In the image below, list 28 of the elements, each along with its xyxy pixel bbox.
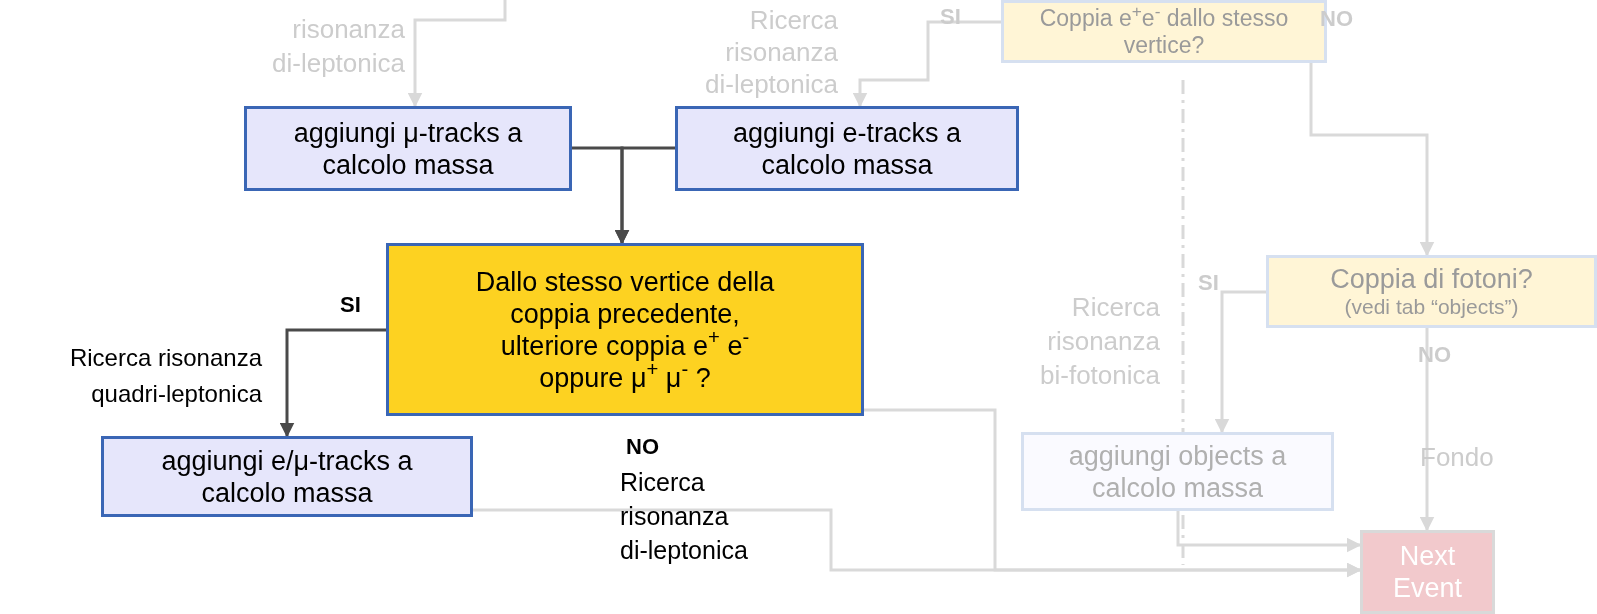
arrow <box>614 146 675 245</box>
process-box <box>675 106 1019 191</box>
annotation-text: Ricerca risonanza quadri-leptonica <box>68 343 262 409</box>
annotation-text: Ricerca risonanza di-leptonica <box>620 467 749 566</box>
decision-box <box>386 243 864 416</box>
arrow <box>1419 328 1435 532</box>
annotation-text: SI <box>340 291 362 319</box>
arrow <box>407 0 507 108</box>
process-box <box>1360 530 1495 614</box>
arrow <box>1214 290 1266 434</box>
node-subtext: (vedi tab “objects”) <box>1344 294 1519 320</box>
node-text: Dallo stesso vertice della coppia precedente, ulteriore coppia e$^{+}$ e$^{-}$ oppure μ$^{+}$ μ$^{-}$ ? <box>474 265 776 394</box>
node-text: aggiungi e-tracks a calcolo massa <box>731 116 963 181</box>
process-box <box>101 436 473 517</box>
node-text: aggiungi μ-tracks a calcolo massa <box>292 116 524 181</box>
process-box <box>244 106 572 191</box>
node-text: Coppia di fotoni? <box>1330 263 1533 294</box>
arrow <box>473 508 1362 578</box>
node-text: aggiungi objects a calcolo massa <box>1067 439 1288 504</box>
arrow <box>1309 63 1435 257</box>
node-text: aggiungi e/μ-tracks a calcolo massa <box>160 444 414 509</box>
arrow <box>279 328 386 438</box>
decision-box <box>1266 255 1597 328</box>
arrow <box>1176 511 1362 553</box>
process-box <box>1021 432 1334 511</box>
arrow <box>852 20 1001 108</box>
node-text: Coppia e$^{+}$e$^{-}$ dallo stesso vertice? <box>1039 4 1289 59</box>
annotation-text: NO <box>626 433 660 461</box>
